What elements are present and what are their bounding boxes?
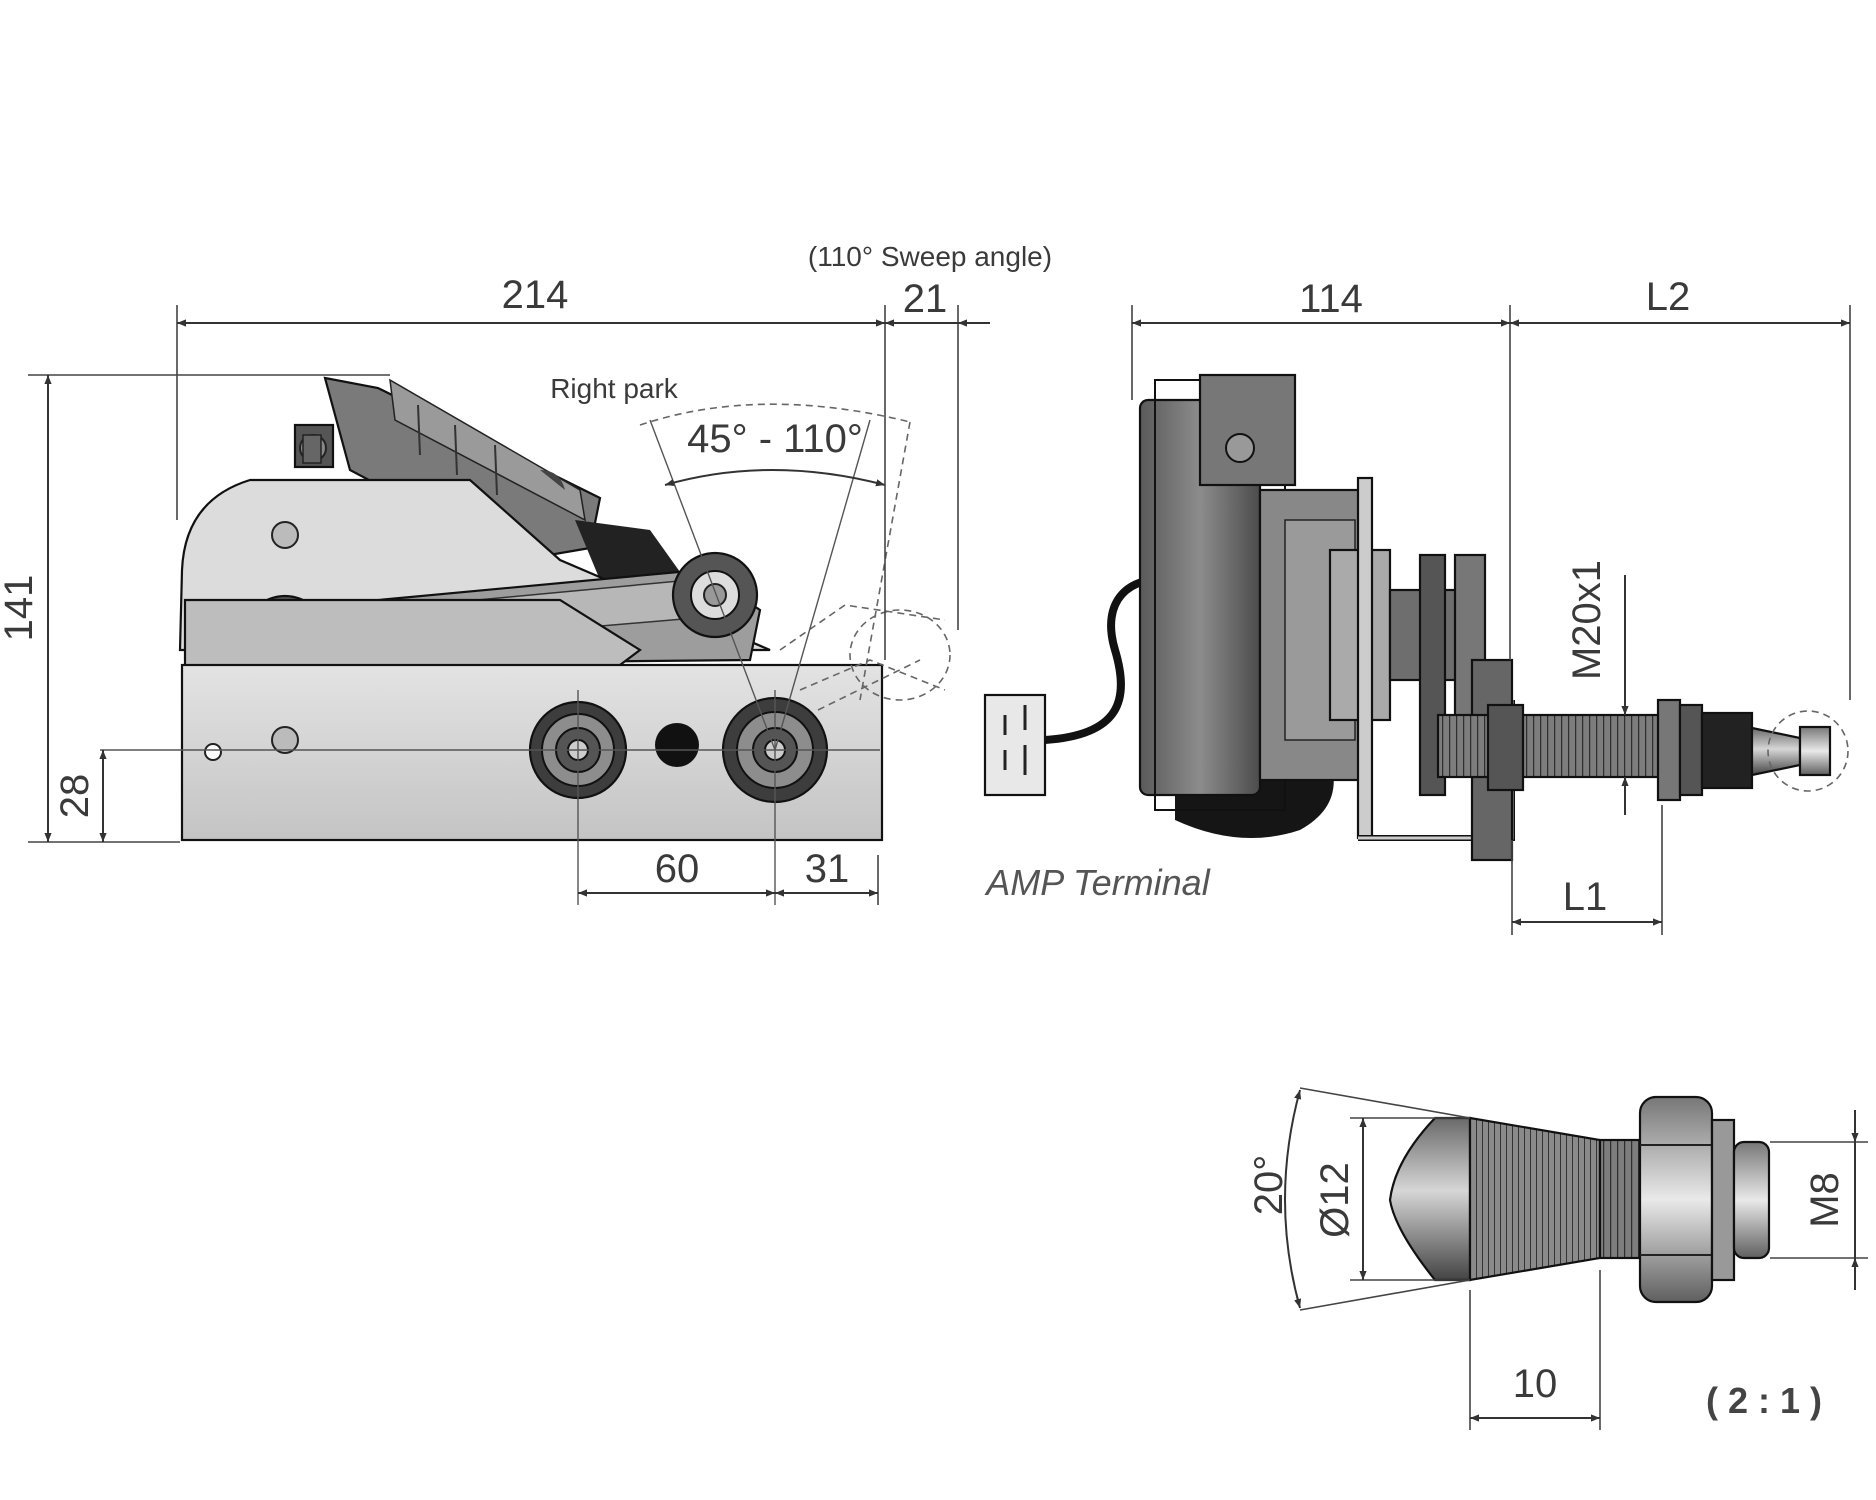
dim-nut-thread: M8 [1803,1172,1847,1228]
dim-taper-angle: 20° [1247,1155,1291,1216]
dimension-top [176,305,990,660]
angle-range-label: 45° - 110° [687,417,863,461]
dim-overhang: 21 [903,277,948,321]
detail-dimensions [1284,1087,1868,1430]
hex-nut [1638,1095,1771,1304]
dim-l2: L2 [1646,275,1691,319]
dim-height: 141 [0,575,41,642]
motor-housing [293,376,700,600]
motor-body [1138,373,1392,838]
dim-depth: 114 [1299,277,1363,321]
m8-thread [1598,1138,1642,1260]
dim-overall-width: 214 [502,273,569,317]
center-lines [100,690,880,905]
dim-l1: L1 [1563,875,1608,919]
dimension-end-top [1131,305,1851,700]
dim-thread: M20x1 [1565,560,1609,680]
amp-connector [983,575,1171,797]
dimension-left [28,374,390,843]
sweep-indicator [639,403,911,751]
output-shaft [1436,698,1849,802]
dim-taper-length: 10 [1513,1362,1558,1406]
sweep-angle-note: (110° Sweep angle) [808,241,1052,272]
knurled-taper [1468,1116,1602,1282]
sweep-phantom [779,604,951,711]
scale-label: ( 2 : 1 ) [1706,1380,1822,1421]
spindle-detail [1284,1087,1868,1430]
dim-taper-diameter: Ø12 [1313,1162,1357,1238]
right-park-label: Right park [550,373,679,404]
dim-edge-offset: 31 [805,847,850,891]
spline-cone [1388,1116,1472,1282]
dimension-l1 [1511,805,1663,935]
linkage-block [1388,553,1514,862]
amp-terminal-label: AMP Terminal [984,862,1210,903]
dim-spindle-spacing: 60 [655,847,700,891]
dimension-bottom [578,855,879,905]
side-view [28,305,990,905]
end-view [983,305,1851,935]
dim-spindle-height: 28 [53,774,97,819]
